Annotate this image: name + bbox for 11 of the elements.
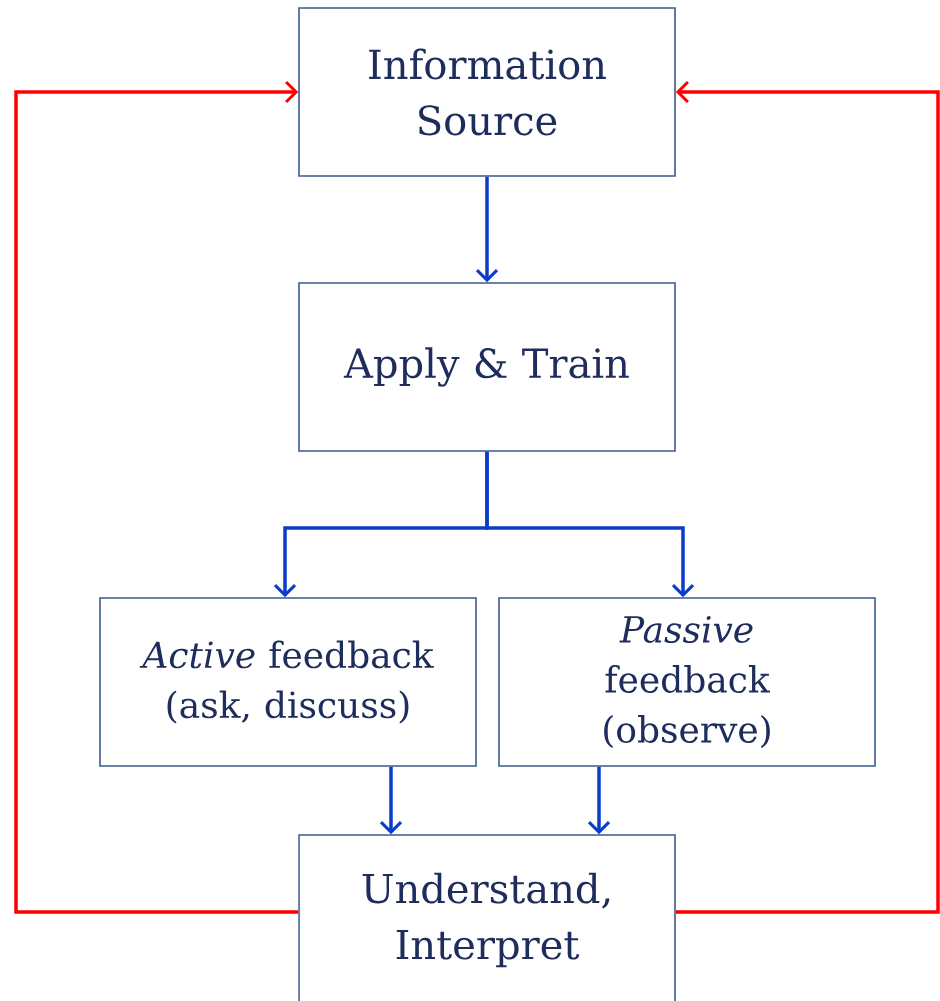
process-box: Passive feedback (observe)	[498, 597, 876, 767]
process-box: Active feedback (ask, discuss)	[99, 597, 477, 767]
arrow	[379, 766, 403, 835]
process-box: Understand, Interpret	[298, 834, 676, 1001]
arrow	[675, 80, 940, 914]
arrow	[485, 451, 695, 598]
process-box: Information Source	[298, 7, 676, 177]
process-box: Apply & Train	[298, 282, 676, 452]
arrow	[475, 176, 499, 283]
arrow	[14, 80, 299, 914]
arrow	[587, 766, 611, 835]
